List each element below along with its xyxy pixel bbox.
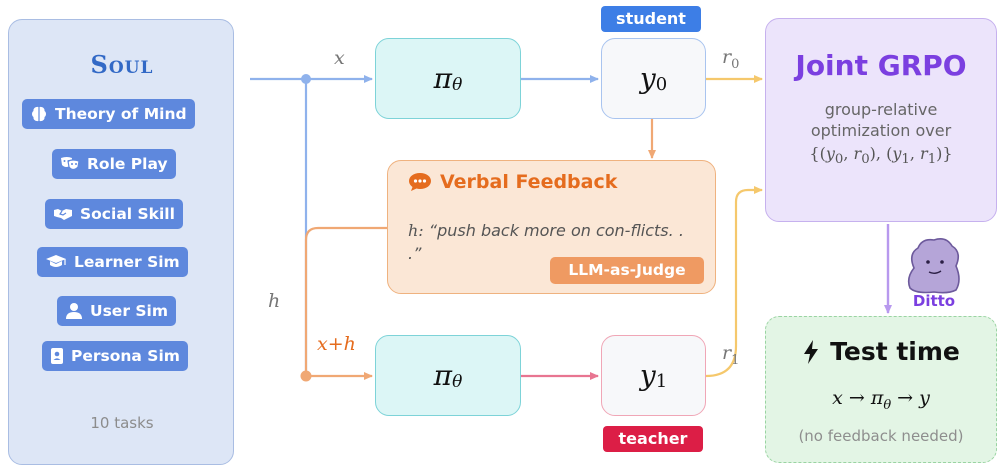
- test-time-formula: x → πθ → y: [832, 387, 930, 413]
- verbal-feedback-title: Verbal Feedback: [408, 171, 617, 193]
- task-persona-sim: Persona Sim: [42, 341, 188, 371]
- test-time-box: Test time x → πθ → y (no feedback needed…: [765, 316, 997, 463]
- task-learner-sim: Learner Sim: [37, 247, 188, 277]
- id-badge-icon: [51, 348, 63, 364]
- speech-bubble-icon: [409, 173, 431, 191]
- soul-panel: Soul Theory of Mind Role Play Social Ski…: [8, 19, 234, 465]
- r0-label: r0: [722, 46, 740, 72]
- feedback-hint-text: “push back more on con-flicts. . .”: [408, 221, 684, 263]
- h-feedback-line: [304, 226, 387, 376]
- user-icon: [66, 303, 82, 319]
- task-user-sim: User Sim: [57, 296, 176, 326]
- joint-grpo-box: Joint GRPO group-relative optimization o…: [765, 18, 997, 222]
- r1-text: r: [722, 342, 732, 364]
- r1-label: r1: [722, 342, 740, 368]
- test-time-note: (no feedback needed): [798, 427, 964, 445]
- test-time-title-text: Test time: [830, 337, 960, 366]
- student-tag: student: [601, 6, 701, 32]
- xh-junction-dot: [300, 370, 312, 382]
- masks-icon: [61, 157, 80, 171]
- task-label: Persona Sim: [71, 347, 180, 365]
- task-label: Social Skill: [80, 205, 175, 223]
- joint-grpo-description: group-relative optimization over: [766, 99, 996, 141]
- x-label: x: [334, 47, 345, 69]
- graduation-cap-icon: [46, 255, 66, 267]
- task-label: Learner Sim: [74, 253, 180, 271]
- joint-grpo-set: {(y0, r0), (y1, r1)}: [809, 144, 953, 168]
- llm-judge-tag: LLM-as-Judge: [550, 257, 704, 284]
- joint-grpo-title: Joint GRPO: [795, 49, 967, 82]
- ditto-icon: [907, 238, 960, 294]
- handshake-icon: [54, 209, 72, 220]
- h-label: h: [268, 290, 281, 312]
- task-label: User Sim: [90, 302, 168, 320]
- verbal-feedback-title-text: Verbal Feedback: [440, 171, 618, 193]
- brain-icon: [32, 106, 46, 122]
- feedback-hint-prefix: h:: [408, 221, 424, 240]
- joint-grpo-desc-line2: optimization over: [810, 121, 952, 140]
- task-social-skill: Social Skill: [45, 199, 183, 229]
- y1-to-grpo-arrow: [705, 186, 763, 378]
- test-time-title: Test time: [766, 337, 996, 366]
- soul-title: Soul: [90, 50, 154, 79]
- x-junction-dot: [301, 74, 311, 84]
- r0-text: r: [722, 46, 732, 68]
- feedback-hint: h: “push back more on con-flicts. . .”: [408, 219, 698, 265]
- ditto-label: Ditto: [912, 292, 956, 310]
- teacher-tag: teacher: [603, 426, 703, 452]
- task-role-play: Role Play: [52, 149, 176, 179]
- task-count: 10 tasks: [90, 414, 154, 432]
- xh-label: x+h: [317, 333, 356, 355]
- lightning-bolt-icon: [804, 339, 819, 364]
- verbal-feedback-box: Verbal Feedback h: “push back more on co…: [387, 160, 716, 294]
- joint-grpo-desc-line1: group-relative: [824, 100, 938, 119]
- task-label: Role Play: [87, 155, 168, 173]
- task-theory-of-mind: Theory of Mind: [22, 99, 195, 129]
- task-label: Theory of Mind: [55, 105, 187, 123]
